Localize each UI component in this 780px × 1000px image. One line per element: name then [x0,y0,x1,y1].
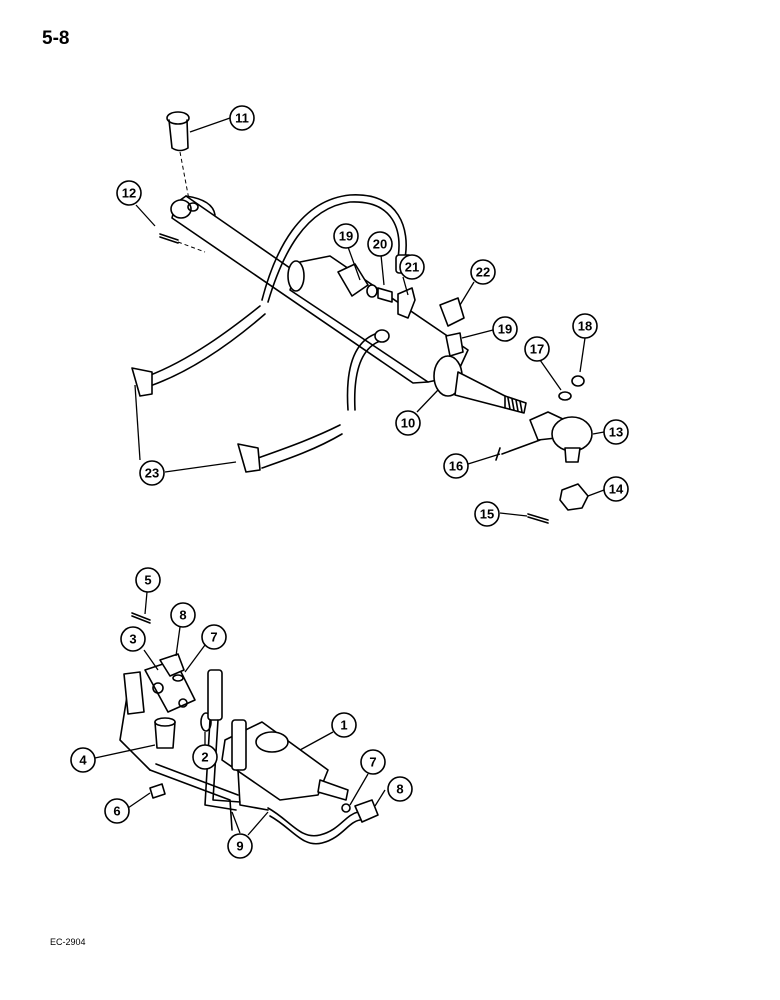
hydraulic-cylinder-part [221,721,349,801]
svg-text:1: 1 [340,718,347,733]
callout-13: 13 [603,419,629,445]
svg-text:2: 2 [201,750,208,765]
nut-part [571,375,585,387]
callout-2: 2 [192,744,218,770]
callout-18: 18 [572,313,598,339]
callout-7b: 7 [360,749,386,775]
svg-text:3: 3 [129,632,136,647]
svg-text:18: 18 [578,319,592,334]
svg-text:12: 12 [122,186,136,201]
svg-text:17: 17 [530,342,544,357]
svg-text:5: 5 [144,573,151,588]
upper-callouts: 11 12 19 20 21 22 19 17 18 10 13 16 14 1… [116,105,629,527]
callout-19b: 19 [492,316,518,342]
svg-text:19: 19 [498,322,512,337]
upper-leaders [134,117,605,517]
callout-8: 8 [170,602,196,628]
callout-4: 4 [70,747,96,773]
svg-text:6: 6 [113,804,120,819]
callout-12: 12 [116,180,142,206]
pin-part [166,111,191,206]
page-number: 5-8 [42,28,70,49]
svg-text:22: 22 [476,265,490,280]
svg-text:23: 23 [145,466,159,481]
svg-text:7: 7 [369,755,376,770]
washer-part [558,391,572,401]
svg-text:19: 19 [339,229,353,244]
callout-23: 23 [139,460,165,486]
callout-9: 9 [227,833,253,859]
figure-code: EC-2904 [50,937,86,947]
tie-rod-end-part [529,411,593,463]
callout-1: 1 [331,712,357,738]
callout-11: 11 [229,105,255,131]
svg-text:8: 8 [179,608,186,623]
svg-text:8: 8 [396,782,403,797]
elbow-fitting-part [337,263,369,297]
callout-22: 22 [470,259,496,285]
lower-valve-cylinder-assembly [119,612,379,845]
svg-text:7: 7 [210,630,217,645]
callout-15: 15 [474,501,500,527]
callout-10: 10 [395,410,421,436]
callout-3: 3 [120,626,146,652]
callout-5: 5 [135,567,161,593]
callout-14: 14 [603,476,629,502]
svg-text:14: 14 [609,482,624,497]
callout-21: 21 [399,254,425,280]
callout-17: 17 [524,336,550,362]
callout-16: 16 [443,453,469,479]
callout-6: 6 [104,798,130,824]
tie-rod-tube-part [170,195,527,414]
svg-text:10: 10 [401,416,415,431]
svg-text:4: 4 [79,753,87,768]
svg-text:15: 15 [480,507,494,522]
svg-text:13: 13 [609,425,623,440]
svg-text:16: 16 [449,459,463,474]
svg-text:20: 20 [373,237,387,252]
lower-callouts: 5 8 3 7 1 4 2 7 8 6 9 [70,567,413,859]
svg-text:21: 21 [405,260,419,275]
upper-steering-cylinder-assembly [131,111,593,524]
lower-leaders [94,591,386,836]
castle-nut-part [559,483,589,511]
callout-20: 20 [367,231,393,257]
svg-text:11: 11 [235,111,249,126]
hose-part [261,194,407,301]
callout-8b: 8 [387,776,413,802]
callout-7: 7 [201,624,227,650]
svg-text:9: 9 [236,839,243,854]
callout-19: 19 [333,223,359,249]
cotter-pin-part [159,233,179,244]
